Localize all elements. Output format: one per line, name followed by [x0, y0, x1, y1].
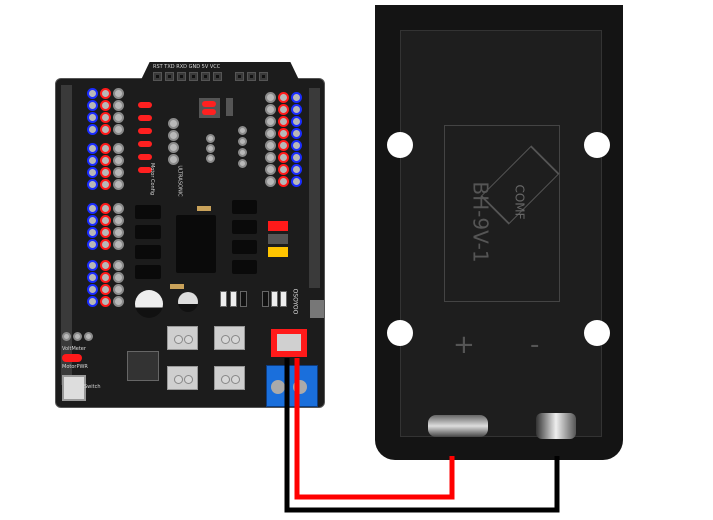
header-d9[interactable] — [268, 247, 288, 257]
uart-pins — [226, 98, 233, 116]
capacitor-c1-small — [170, 284, 184, 289]
led-l3 — [220, 291, 227, 307]
black-wire — [284, 358, 560, 513]
mosfet-d7 — [135, 245, 161, 259]
capacitor-220uf — [135, 290, 163, 318]
reset-button[interactable] — [310, 300, 324, 318]
motor-port-k4[interactable] — [167, 366, 198, 390]
motor-driver-ic — [176, 215, 216, 273]
battery-holder-cavity — [400, 30, 602, 437]
left-edge-header — [61, 85, 72, 385]
led-l1 — [271, 291, 278, 307]
pwr1-connector-inner — [277, 334, 301, 351]
output-d2 — [232, 240, 257, 254]
motor-port-k3[interactable] — [167, 326, 198, 350]
right-edge-header — [309, 88, 320, 288]
motor-pwr-jumper[interactable] — [62, 354, 82, 362]
regulator-u3 — [127, 351, 159, 381]
motor-pwr-label: MotorPWR — [62, 364, 88, 370]
mosfet-d8 — [135, 265, 161, 279]
led-l2 — [280, 291, 287, 307]
red-wire — [294, 358, 455, 500]
resistor-r5 — [240, 291, 247, 307]
battery-cover-outline — [444, 125, 560, 302]
mosfet-d5 — [135, 205, 161, 219]
minus-symbol: - — [530, 330, 540, 360]
motor-port-k2[interactable] — [214, 326, 245, 350]
motor-port-k1[interactable] — [214, 366, 245, 390]
top-header-labels: RST TXD RXD GND 5V VCC — [153, 64, 221, 70]
mount-hole — [584, 320, 610, 346]
header-gnd[interactable] — [268, 234, 288, 244]
mount-hole — [584, 132, 610, 158]
mosfet-d6 — [135, 225, 161, 239]
output-d1 — [232, 260, 257, 274]
capacitor-c8 — [197, 206, 211, 211]
mount-hole — [387, 132, 413, 158]
positive-contact — [428, 415, 488, 437]
power-switch[interactable] — [62, 375, 86, 401]
header-5v[interactable] — [268, 221, 288, 231]
resistor-r4 — [262, 291, 269, 307]
uart-select-jumper[interactable] — [199, 98, 220, 118]
voltmeter-label: VoltMeter — [62, 346, 86, 352]
output-d3 — [232, 220, 257, 234]
mount-hole — [387, 320, 413, 346]
led-l4 — [230, 291, 237, 307]
capacitor-c1 — [178, 292, 198, 312]
screw-minus[interactable] — [271, 380, 285, 394]
plus-symbol: + — [453, 330, 475, 360]
output-d4 — [232, 200, 257, 214]
negative-contact — [536, 413, 576, 439]
switch-label: Switch — [84, 384, 101, 390]
